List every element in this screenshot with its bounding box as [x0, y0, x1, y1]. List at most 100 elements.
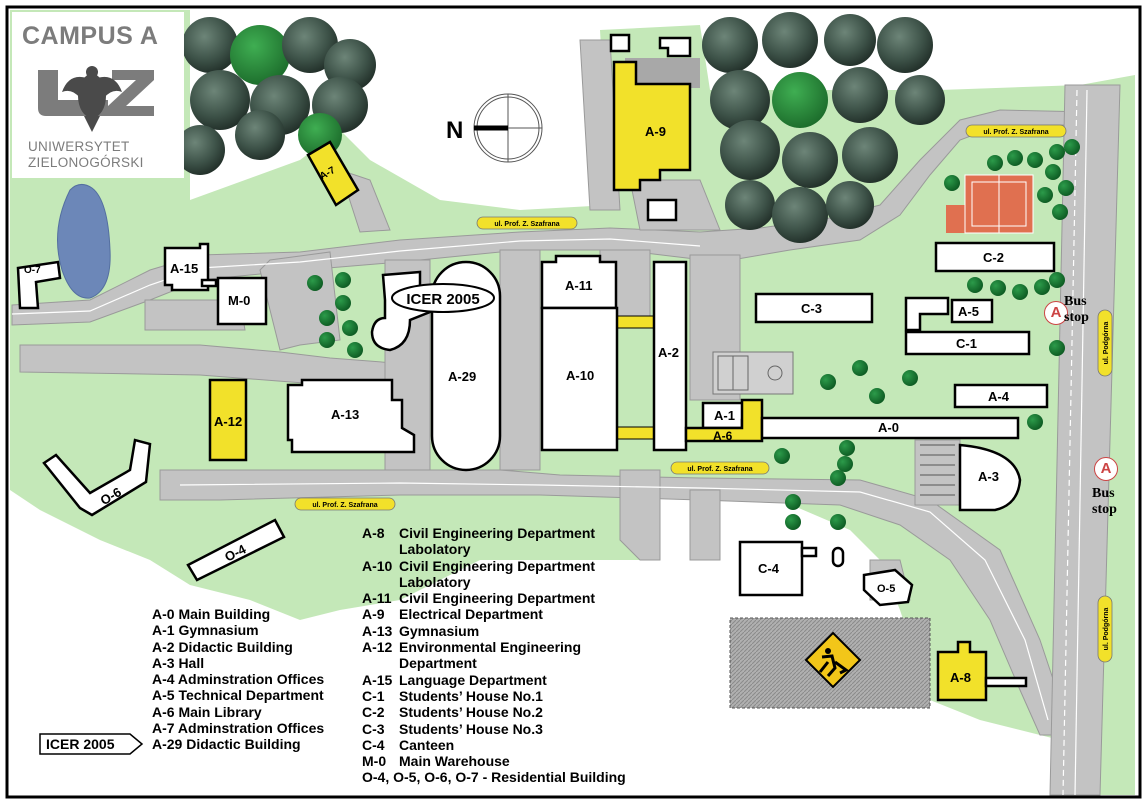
- label-a1: A-1: [714, 408, 735, 423]
- label-o5: O-5: [877, 583, 895, 595]
- legend-text: Civil Engineering Department: [399, 557, 596, 574]
- university-name-line1: UNIWERSYTET: [28, 139, 130, 154]
- university-logo-icon: [38, 66, 154, 132]
- legend-text: Environmental Engineering: [399, 639, 582, 656]
- legend-text: Main Warehouse: [399, 753, 510, 770]
- building-a7[interactable]: [306, 140, 360, 207]
- label-a6: A-6: [713, 429, 733, 443]
- legend-left-item: A-29 Didactic Building: [152, 736, 301, 753]
- connector: [200, 278, 218, 288]
- icer-label-text: ICER 2005: [406, 291, 479, 308]
- street-label-lower: ul. Prof. Z. Szafrana: [312, 502, 377, 509]
- label-m0: M-0: [228, 293, 250, 308]
- legend-code: M-0: [362, 753, 387, 770]
- legend-code: C-4: [362, 736, 385, 753]
- legend-right-item: M-0 Main Warehouse: [362, 753, 626, 769]
- tennis-court: [946, 174, 1034, 234]
- building-c1[interactable]: [904, 330, 1031, 356]
- label-a9: A-9: [645, 124, 666, 139]
- label-c3: C-3: [801, 301, 822, 316]
- building-c4[interactable]: [738, 540, 804, 597]
- bus-stop-line2: stop: [1064, 310, 1089, 325]
- building-a5[interactable]: [950, 298, 994, 324]
- legend-left-item: A-7 Adminstration Offices: [152, 720, 325, 737]
- legend-right-item: A-10 Civil Engineering Department: [362, 558, 626, 574]
- street-label-podgorna-2: ul. Podgórna: [1103, 608, 1110, 651]
- bus-stop-line1: Bus: [1064, 294, 1087, 309]
- legend-left-item: A-6 Main Library: [152, 703, 262, 720]
- label-a3: A-3: [978, 469, 999, 484]
- icer-key-label: ICER 2005: [46, 736, 115, 752]
- legend-code: C-1: [362, 687, 385, 704]
- legend-left-item: A-5 Technical Department: [152, 687, 324, 704]
- connector: [800, 546, 818, 558]
- legend-text: Language Department: [399, 671, 547, 688]
- label-a12: A-12: [214, 414, 242, 429]
- building-a4[interactable]: [953, 383, 1049, 409]
- map-frame: [5, 5, 1142, 799]
- legend-text: Students’ House No.3: [399, 720, 543, 737]
- building-o4[interactable]: [186, 518, 286, 582]
- legend-code: C-2: [362, 704, 385, 721]
- bus-stop-marker-2[interactable]: A: [1094, 457, 1118, 481]
- building-a0[interactable]: [760, 416, 1020, 440]
- legend-left-item: A-3 Hall: [152, 654, 205, 671]
- label-c1: C-1: [956, 336, 977, 351]
- building-a29[interactable]: [430, 260, 502, 472]
- building-a3[interactable]: [958, 443, 1022, 512]
- building-o6[interactable]: [42, 438, 152, 517]
- legend-right-item: A-12 Environmental Engineering: [362, 639, 626, 655]
- legend-left-item: A-4 Adminstration Offices: [152, 671, 325, 688]
- building-a9[interactable]: [612, 60, 692, 192]
- label-a2: A-2: [658, 345, 679, 360]
- legend-code: A-12: [362, 639, 393, 656]
- label-a0: A-0: [878, 420, 899, 435]
- legend-text: Canteen: [399, 736, 455, 753]
- legend-text: Electrical Department: [399, 606, 543, 623]
- tree-cluster: [175, 12, 945, 243]
- legend-text: - Residential Building: [478, 769, 626, 786]
- road-network: [11, 39, 1121, 796]
- legend-code: A-10: [362, 557, 393, 574]
- building-c3[interactable]: [754, 292, 874, 324]
- icer-label[interactable]: ICER 2005: [391, 283, 495, 313]
- bus-stop-marker-1[interactable]: A: [1044, 301, 1068, 325]
- building-a12[interactable]: [208, 378, 248, 462]
- kiosk: [831, 546, 845, 568]
- building-a6[interactable]: [684, 398, 764, 443]
- legend-right-item-cont: Department: [399, 655, 477, 672]
- construction-sign-icon: [804, 631, 862, 689]
- building-a2[interactable]: [652, 260, 688, 452]
- icer-key-arrow-icon: [39, 733, 144, 755]
- building-a8[interactable]: [936, 640, 988, 702]
- label-o7: O-7: [24, 265, 41, 276]
- label-a13: A-13: [331, 407, 359, 422]
- legend-text: Gymnasium: [399, 622, 480, 639]
- building-o5[interactable]: [862, 568, 914, 607]
- building-a15[interactable]: [163, 242, 210, 292]
- building-o7[interactable]: [16, 260, 62, 310]
- street-label-middle: ul. Prof. Z. Szafrana: [687, 466, 752, 473]
- bus-stop-line1: Bus: [1092, 486, 1115, 501]
- legend-left-item: A-0 Main Building: [152, 606, 271, 622]
- building-m0[interactable]: [216, 276, 268, 326]
- legend-code: A-8: [362, 525, 385, 541]
- building-a10[interactable]: [540, 306, 619, 452]
- label-a4: A-4: [988, 389, 1010, 404]
- legend-left-item: A-1 Gymnasium: [152, 622, 259, 639]
- building-small-2: [658, 36, 692, 58]
- building-c2[interactable]: [934, 241, 1056, 273]
- label-c4: C-4: [758, 561, 780, 576]
- legend-right-item-cont: Labolatory: [399, 573, 471, 590]
- building-a13[interactable]: [286, 378, 416, 454]
- legend-left-item: A-2 Didactic Building: [152, 638, 293, 655]
